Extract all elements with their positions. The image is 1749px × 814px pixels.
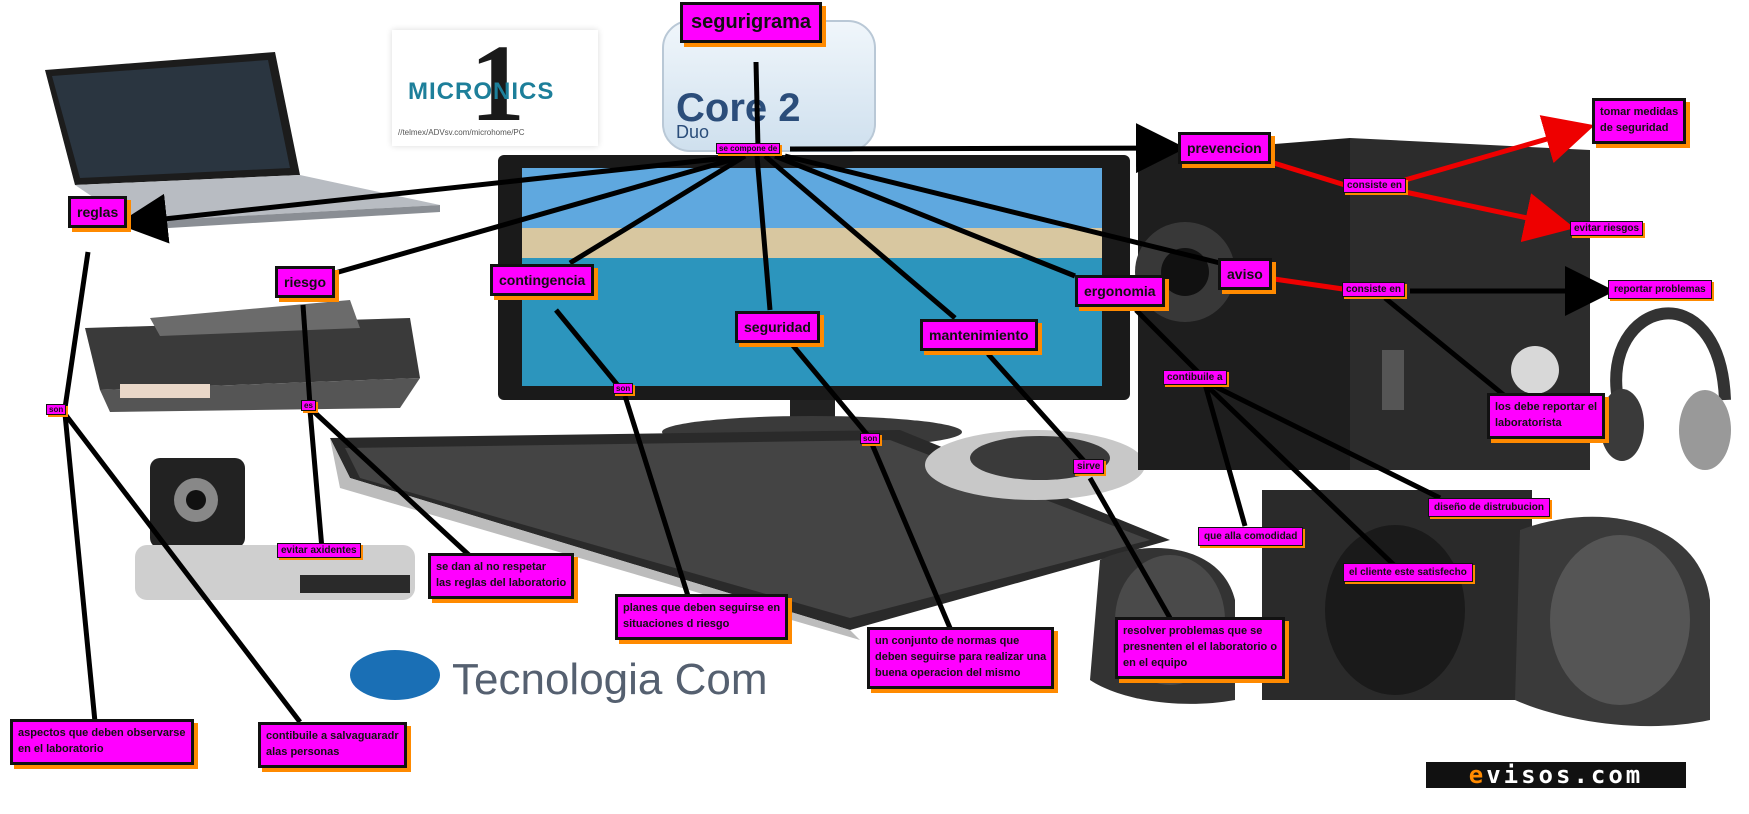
node-ergonomia: ergonomia	[1075, 275, 1165, 307]
evisos-rest: visos.com	[1486, 761, 1644, 789]
label-se-compone-de: se compone de	[716, 143, 781, 154]
node-reglas: reglas	[68, 196, 128, 228]
los-line2: laboratorista	[1495, 416, 1562, 429]
title-segurigrama: segurigrama	[680, 2, 823, 43]
label-es: es	[301, 400, 316, 411]
node-se-dan: se dan al no respetar las reglas del lab…	[428, 553, 575, 599]
planes-line2: situaciones d riesgo	[623, 617, 730, 630]
node-aspectos: aspectos que deben observarse en el labo…	[10, 719, 194, 765]
planes-line1: planes que deben seguirse en	[623, 602, 781, 614]
resolver-line1: resolver problemas que se	[1123, 625, 1263, 637]
evisos-watermark: evisos.com	[1426, 762, 1686, 788]
headphones-image	[1600, 307, 1731, 470]
node-mantenimiento: mantenimiento	[920, 319, 1038, 351]
micronics-logo	[392, 30, 598, 146]
micronics-wordmark: MICRONICS	[408, 78, 555, 105]
micronics-caption: //telmex/ADVsv.com/microhome/PC	[398, 128, 525, 137]
evisos-e: e	[1468, 761, 1487, 789]
node-contibuile-salvaguardar: contibuile a salvaguaradr alas personas	[258, 722, 407, 768]
node-tomar-medidas: tomar medidas de seguridad	[1592, 98, 1687, 144]
speakers-image	[1090, 490, 1710, 727]
node-diseno-distrubucion: diseño de distrubucion	[1428, 498, 1551, 517]
node-que-alla-comodidad: que alla comodidad	[1198, 527, 1304, 546]
node-conjunto-normas: un conjunto de normas que deben seguirse…	[867, 627, 1055, 689]
conjunto-line1: un conjunto de normas que	[875, 635, 1020, 647]
conjunto-line2: deben seguirse para realizar una	[875, 650, 1047, 663]
label-son-reglas: son	[46, 404, 67, 415]
aspectos-line1: aspectos que deben observarse	[18, 727, 186, 739]
node-prevencion: prevencion	[1178, 132, 1271, 164]
node-los-debe-reportar: los debe reportar el laboratorista	[1487, 393, 1606, 439]
contib-line2: alas personas	[266, 745, 340, 758]
node-evitar-riesgos: evitar riesgos	[1570, 221, 1644, 236]
node-aviso: aviso	[1218, 258, 1272, 290]
resolver-line2: presnenten el el laboratorio o	[1123, 640, 1278, 653]
mouse-image	[925, 430, 1145, 500]
node-reportar-problemas: reportar problemas	[1608, 280, 1712, 299]
node-riesgo: riesgo	[275, 266, 336, 298]
tomar-line2: de seguridad	[1600, 121, 1669, 134]
resolver-line3: en el equipo	[1123, 656, 1188, 669]
node-seguridad: seguridad	[735, 311, 820, 343]
aspectos-line2: en el laboratorio	[18, 742, 104, 755]
node-planes: planes que deben seguirse en situaciones…	[615, 594, 789, 640]
label-consiste-en-prevencion: consiste en	[1343, 178, 1407, 193]
label-son-seguridad: son	[860, 433, 881, 444]
los-line1: los debe reportar el	[1495, 401, 1598, 413]
tecnologia-wordmark: Tecnologia Com	[452, 655, 768, 704]
printer-image	[85, 300, 420, 412]
label-sirve: sirve	[1073, 459, 1105, 474]
conjunto-line3: buena operacion del mismo	[875, 666, 1021, 679]
label-consiste-en-aviso: consiste en	[1342, 282, 1406, 297]
label-contibuile-a: contibuile a	[1163, 370, 1227, 385]
tomar-line1: tomar medidas	[1600, 106, 1679, 118]
core2-duo-text: Duo	[676, 122, 710, 142]
node-contingencia: contingencia	[490, 264, 595, 296]
node-resolver-problemas: resolver problemas que se presnenten el …	[1115, 617, 1286, 679]
sedan-line1: se dan al no respetar	[436, 561, 547, 573]
label-son-contingencia: son	[613, 383, 634, 394]
node-cliente-satisfecho: el cliente este satisfecho	[1343, 563, 1473, 582]
core2-wordmark: Core 2	[676, 86, 801, 130]
tecnologia-logo	[350, 650, 440, 700]
monitor-image	[498, 155, 1130, 448]
node-evitar-axidentes: evitar axidentes	[277, 543, 361, 558]
sedan-line2: las reglas del laboratorio	[436, 576, 567, 589]
contib-line1: contibuile a salvaguaradr	[266, 730, 399, 742]
